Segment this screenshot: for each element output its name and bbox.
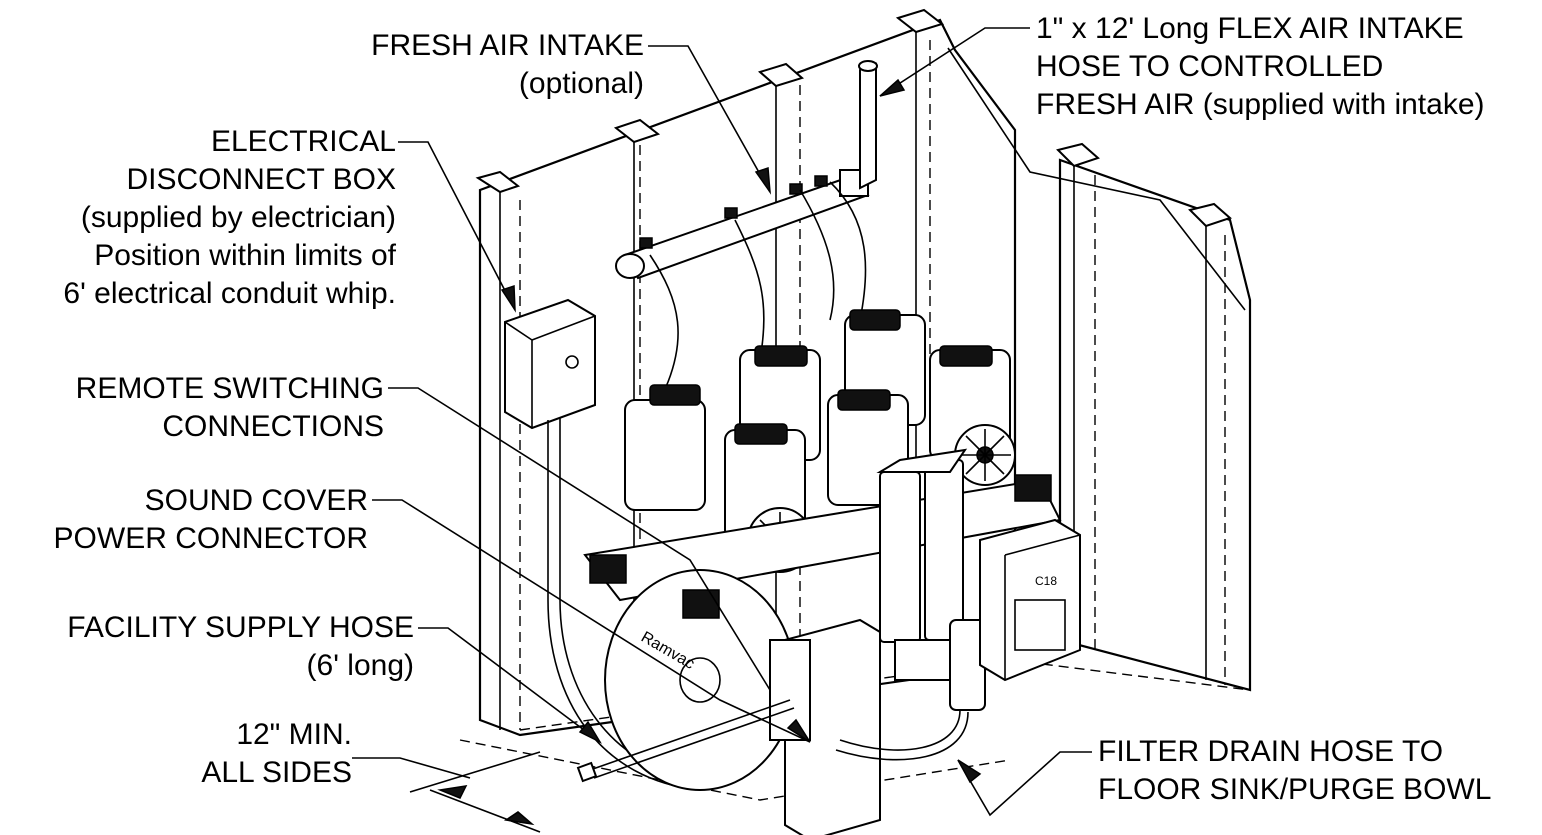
label-facility-supply-hose: FACILITY SUPPLY HOSE (6' long) [67, 611, 414, 682]
intake-hoses [649, 181, 867, 401]
label-electrical-disconnect-box: ELECTRICAL DISCONNECT BOX (supplied by e… [63, 125, 396, 310]
label-fresh-air-intake: FRESH AIR INTAKE (optional) [371, 29, 644, 100]
side-wall [1056, 142, 1252, 692]
control-box [769, 618, 881, 835]
label-clearance: 12" MIN. ALL SIDES [201, 718, 352, 789]
filter-drain-hose [835, 709, 969, 761]
dryer-badge: C18 [1035, 574, 1057, 588]
dryer-unit: C18 [979, 518, 1081, 682]
label-filter-drain-hose: FILTER DRAIN HOSE TO FLOOR SINK/PURGE BO… [1098, 735, 1492, 806]
label-flex-air-intake-hose: 1" x 12' Long FLEX AIR INTAKE HOSE TO CO… [1036, 12, 1485, 121]
intake-manifold [615, 60, 878, 280]
desiccant-filters [876, 448, 986, 711]
label-remote-switching: REMOTE SWITCHING CONNECTIONS [75, 372, 384, 443]
leader-lines [352, 27, 1246, 833]
label-sound-cover: SOUND COVER POWER CONNECTOR [53, 484, 368, 555]
